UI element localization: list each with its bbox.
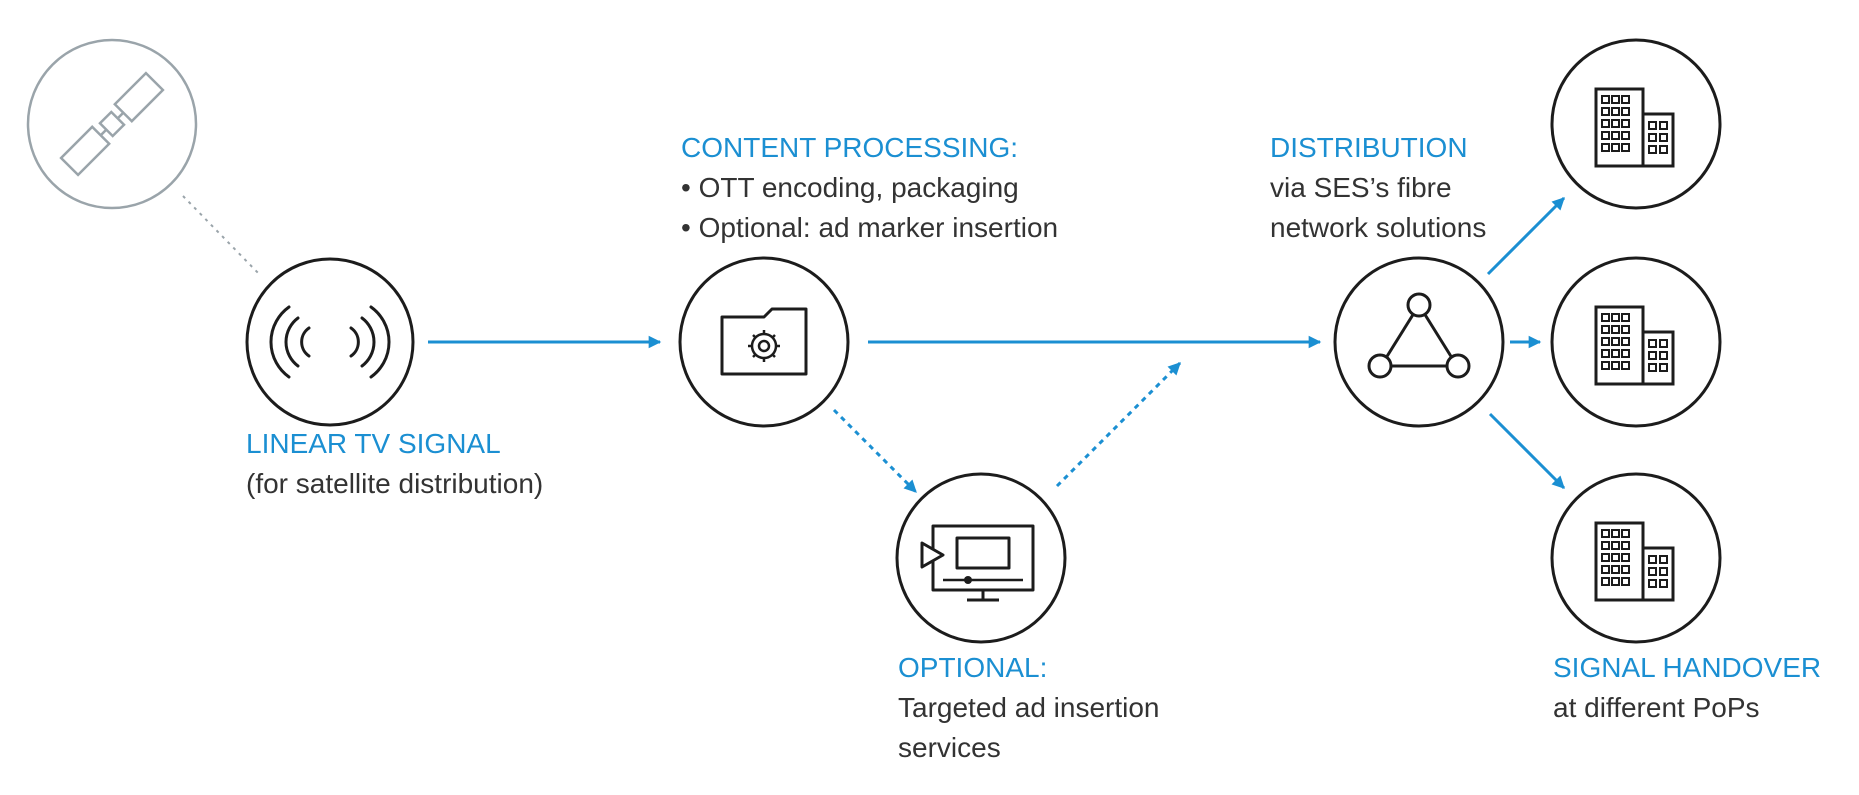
arrow-processing-to-optional <box>832 408 918 494</box>
optional-line-1: Targeted ad insertion <box>898 692 1160 723</box>
optional-node <box>895 472 1067 644</box>
signal-line-1: (for satellite distribution) <box>246 468 544 499</box>
satellite-link <box>182 195 262 277</box>
distribution-label: DISTRIBUTION via SES’s fibre network sol… <box>1270 128 1486 248</box>
folder-gear-icon <box>720 307 808 376</box>
optional-heading: OPTIONAL: <box>898 652 1048 683</box>
distribution-heading: DISTRIBUTION <box>1270 132 1468 163</box>
signal-label: LINEAR TV SIGNAL (for satellite distribu… <box>246 424 543 504</box>
video-monitor-icon <box>920 524 1035 602</box>
handover-heading: SIGNAL HANDOVER <box>1553 652 1822 683</box>
satellite-icon <box>59 71 165 177</box>
processing-label: CONTENT PROCESSING: OTT encoding, packag… <box>681 128 1058 248</box>
handover-node-1 <box>1550 38 1722 210</box>
scrubber-dot <box>964 576 972 584</box>
processing-node <box>678 256 850 428</box>
signal-node <box>245 257 415 427</box>
optional-label: OPTIONAL: Targeted ad insertion services <box>898 648 1160 768</box>
distribution-line-1: via SES’s fibre <box>1270 172 1452 203</box>
handover-node-2 <box>1550 256 1722 428</box>
broadcast-signal-icon <box>269 305 391 379</box>
arrow-to-handover-top <box>1486 196 1566 276</box>
optional-line-2: services <box>898 732 1001 763</box>
processing-heading: CONTENT PROCESSING: <box>681 132 1019 163</box>
processing-bullet-2: Optional: ad marker insertion <box>681 208 1059 248</box>
network-triangle-icon <box>1367 292 1471 379</box>
signal-heading: LINEAR TV SIGNAL <box>246 428 501 459</box>
arrow-to-handover-bottom <box>1488 412 1566 490</box>
distribution-line-2: network solutions <box>1270 212 1487 243</box>
handover-node-3 <box>1550 472 1722 644</box>
processing-bullet-1: OTT encoding, packaging <box>681 168 1058 208</box>
distribution-node <box>1333 256 1505 428</box>
handover-label: SIGNAL HANDOVER at different PoPs <box>1553 648 1821 728</box>
satellite-node <box>26 38 198 210</box>
arrow-optional-to-distribution <box>1055 361 1182 488</box>
handover-line-1: at different PoPs <box>1553 692 1760 723</box>
